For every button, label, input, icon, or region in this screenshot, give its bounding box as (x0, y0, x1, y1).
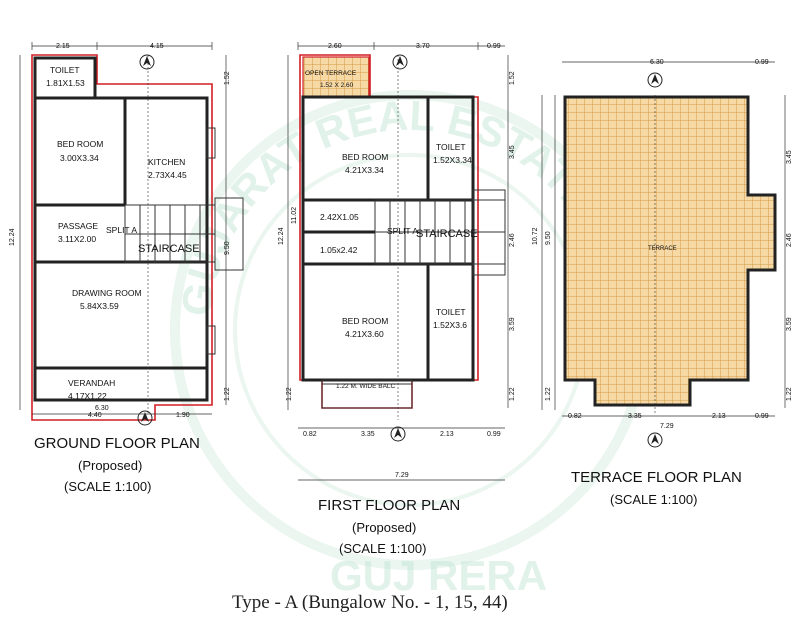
ground-plan-title: GROUND FLOOR PLAN (34, 435, 200, 452)
ground-staircase-label: STAIRCASE (138, 243, 200, 255)
terrace-plan-title: TERRACE FLOOR PLAN (571, 469, 742, 486)
terrace-dim-bottom-4: 0.99 (755, 413, 769, 420)
ground-dim-left: 12.24 (9, 228, 16, 246)
north-arrow-icon (647, 72, 663, 88)
first-dim-bottom-4: 0.99 (487, 431, 501, 438)
first-dim-left-bottom: 1.22 (286, 387, 293, 401)
terrace-dim-top-right: 0.99 (755, 59, 769, 66)
ground-dim-right: 1.52 (224, 71, 231, 85)
first-dim-left: 12.24 (278, 227, 285, 245)
first-split-label: SPLIT A (387, 226, 418, 236)
first-dim-right-1: 1.52 (509, 71, 516, 85)
terrace-dim-left: 10.72 (532, 227, 539, 245)
terrace-dim-bottom-3: 2.13 (712, 413, 726, 420)
first-bed2-size: 4.21X3.60 (345, 329, 384, 339)
first-plan-scale: (SCALE 1:100) (339, 541, 426, 556)
ground-bed-size: 3.00X3.34 (60, 153, 99, 163)
terrace-plan-scale: (SCALE 1:100) (610, 492, 697, 507)
ground-dim-bottom-1: 4.40 (88, 412, 102, 419)
terrace-dim-right-2: 2.46 (786, 233, 793, 247)
terrace-dim-left2: 9.50 (545, 231, 552, 245)
terrace-dim-bottom-1: 0.82 (568, 413, 582, 420)
terrace-dim-right-4: 1.22 (786, 387, 793, 401)
first-dim-bottom-3: 2.13 (440, 431, 454, 438)
first-dim-bottom-1: 0.82 (303, 431, 317, 438)
first-dim-right-4: 3.59 (509, 317, 516, 331)
ground-dim-top-2: 4.15 (150, 43, 164, 50)
terrace-dim-right-1: 3.45 (786, 150, 793, 164)
ground-dim-bottom-2: 1.90 (176, 412, 190, 419)
ground-floor-plan: 2.15 4.15 12.24 1.52 9.50 1.22 (9, 42, 244, 494)
ground-dim-right-bottom: 1.22 (224, 387, 231, 401)
first-dim-top-3: 0.99 (487, 43, 501, 50)
north-arrow-icon (390, 426, 406, 442)
ground-dim-inner: 9.50 (224, 241, 231, 255)
first-dim-bottom-2: 3.35 (361, 431, 375, 438)
first-toilet1-size: 1.52X3.34 (433, 155, 472, 165)
ground-split-label: SPLIT A (106, 225, 137, 235)
first-toilet2-size: 1.52X3.6 (433, 320, 467, 330)
ground-toilet-label: TOILET (50, 65, 80, 75)
terrace-dim-left-bottom: 1.22 (545, 387, 552, 401)
first-dim-top-1: 2.60 (328, 43, 342, 50)
first-dim-top-2: 3.70 (416, 43, 430, 50)
terrace-dim-right-3: 3.59 (786, 317, 793, 331)
north-arrow-icon (647, 432, 663, 448)
first-bed2-label: BED ROOM (342, 316, 388, 326)
first-toilet1-label: TOILET (436, 142, 466, 152)
ground-drawing-size: 5.84X3.59 (80, 301, 119, 311)
ground-toilet-size: 1.81X1.53 (46, 78, 85, 88)
first-bed1-label: BED ROOM (342, 152, 388, 162)
ground-kitchen-size: 2.73X4.45 (148, 170, 187, 180)
ground-bed-label: BED ROOM (57, 139, 103, 149)
first-staircase-label: STAIRCASE (416, 228, 478, 240)
first-hall2-size: 1.05x2.42 (320, 245, 358, 255)
ground-passage-label: PASSAGE (58, 221, 98, 231)
north-arrow-icon (137, 410, 153, 426)
first-open-terrace-label: OPEN TERRACE (305, 70, 357, 77)
ground-plan-scale: (SCALE 1:100) (64, 479, 151, 494)
ground-passage-size: 3.11X2.00 (58, 234, 96, 244)
north-arrow-icon (392, 54, 408, 70)
first-dim-total: 7.29 (395, 472, 409, 479)
terrace-label: TERRACE (648, 246, 677, 252)
ground-verandah-size: 4.17X1.22 (68, 391, 107, 401)
terrace-dim-total: 7.29 (660, 423, 674, 430)
ground-plan-subtitle: (Proposed) (78, 458, 142, 473)
first-plan-title: FIRST FLOOR PLAN (318, 497, 460, 514)
ground-dim-top-1: 2.15 (56, 43, 70, 50)
first-open-terrace-size: 1.52 X 2.60 (320, 82, 354, 89)
ground-dim-total: 6.30 (95, 405, 109, 412)
ground-kitchen-label: KITCHEN (148, 157, 185, 167)
first-plan-subtitle: (Proposed) (352, 520, 416, 535)
ground-drawing-label: DRAWING ROOM (72, 288, 142, 298)
north-arrow-icon (139, 54, 155, 70)
first-dim-left2: 11.02 (291, 207, 298, 224)
first-balcony-label: 1.22 M. WIDE BALC (336, 383, 396, 390)
terrace-floor-plan: 6.30 0.99 10.72 9.50 1.22 3.45 2.46 3.59… (532, 59, 793, 507)
first-hall-size: 2.42X1.05 (320, 212, 359, 222)
terrace-dim-bottom-2: 3.35 (628, 413, 642, 420)
first-dim-right-5: 1.22 (509, 387, 516, 401)
ground-verandah-label: VERANDAH (68, 378, 115, 388)
first-bed1-size: 4.21X3.34 (345, 165, 384, 175)
sheet-caption: Type - A (Bungalow No. - 1, 15, 44) (232, 592, 508, 613)
first-floor-plan: 2.60 3.70 0.99 12.24 11.02 1.22 1.52 3.4… (278, 42, 516, 556)
terrace-dim-top: 6.30 (650, 59, 664, 66)
watermark-rera-text: GUJ RERA (330, 552, 547, 599)
first-dim-right-2: 3.45 (509, 145, 516, 159)
first-toilet2-label: TOILET (436, 307, 466, 317)
first-dim-right-3: 2.46 (509, 233, 516, 247)
